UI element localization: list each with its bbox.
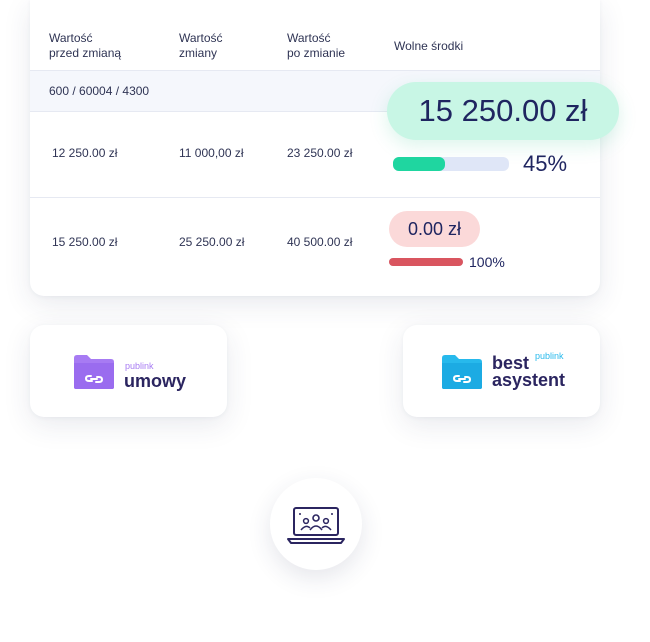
free-funds-badge-row2: 0.00 zł [389, 211, 480, 247]
row1-value-before: 12 250.00 zł [52, 146, 118, 160]
header-value-after: Wartość po zmianie [287, 31, 346, 60]
usage-progress-fill-row1 [393, 157, 446, 171]
logo-umowy-brand: publink [125, 361, 154, 371]
publink-best-asystent-card[interactable]: best publink asystent [403, 325, 600, 417]
folder-link-icon [74, 355, 114, 389]
header-value-before: Wartość przed zmianą [49, 31, 122, 60]
usage-percent-row1: 45% [523, 151, 568, 176]
header-value-change: Wartość zmiany [179, 31, 223, 60]
row-divider [30, 197, 600, 198]
header-free-funds: Wolne środki [394, 39, 464, 53]
budget-classification-label: 600 / 60004 / 4300 [49, 84, 150, 98]
logo-best-word: best [492, 353, 530, 373]
row2-value-before: 15 250.00 zł [52, 235, 118, 249]
row2-value-change: 25 250.00 zł [179, 235, 245, 249]
free-funds-badge-row1: 15 250.00 zł [387, 82, 619, 140]
row1-value-after: 23 250.00 zł [287, 146, 353, 160]
funds-table-card: Wartość przed zmianą Wartość zmiany Wart… [30, 0, 600, 296]
logo-asystent-word: asystent [492, 370, 566, 390]
usage-progress-fill-row2 [389, 258, 463, 266]
logo-best-asystent-brand: publink [535, 351, 564, 361]
folder-link-icon [442, 355, 482, 389]
usage-percent-row2: 100% [469, 254, 505, 270]
laptop-team-button[interactable] [270, 478, 362, 570]
row2-value-after: 40 500.00 zł [287, 235, 353, 249]
row1-value-change: 11 000,00 zł [179, 146, 244, 160]
logo-umowy-name: umowy [124, 371, 187, 391]
usage-progress-bar-row1 [393, 157, 509, 171]
laptop-team-icon [287, 507, 345, 544]
publink-umowy-card[interactable]: publink umowy [30, 325, 227, 417]
usage-progress-bar-row2 [389, 258, 463, 266]
